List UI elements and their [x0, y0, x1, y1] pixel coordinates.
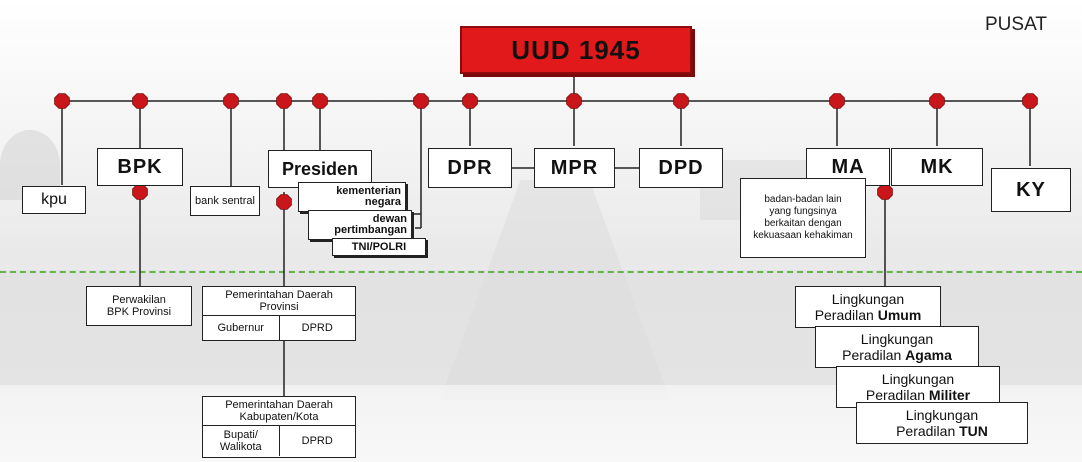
kabupaten-title: Pemerintahan Daerah Kabupaten/Kota [203, 397, 355, 426]
tni-polri-box: TNI/POLRI [332, 238, 426, 256]
peradilan-tun-box: Lingkungan Peradilan TUN [856, 402, 1028, 444]
connector-node-icon [54, 93, 70, 109]
kpu-box: kpu [22, 186, 86, 214]
pusat-daerah-divider [0, 271, 1082, 273]
pemerintahan-kabupaten-box: Pemerintahan Daerah Kabupaten/Kota Bupat… [202, 396, 356, 458]
peradilan-agama-box: Lingkungan Peradilan Agama [815, 326, 979, 368]
connector-node-icon [929, 93, 945, 109]
peradilan-type: TUN [959, 423, 988, 439]
connector-node-icon [566, 93, 582, 109]
bpk-box: BPK [97, 148, 183, 186]
connector-node-icon [276, 194, 292, 210]
pusat-label: PUSAT [985, 14, 1047, 35]
connector-node-icon [312, 93, 328, 109]
perwakilan-bpk-box: Perwakilan BPK Provinsi [86, 286, 192, 326]
bank-sentral-box: bank sentral [190, 186, 260, 216]
connector-node-icon [1022, 93, 1038, 109]
mk-box: MK [891, 148, 983, 186]
gubernur-cell: Gubernur [203, 316, 280, 340]
kementerian-box: kementerian negara [298, 182, 406, 212]
dpr-box: DPR [428, 148, 512, 188]
peradilan-umum-box: Lingkungan Peradilan Umum [795, 286, 941, 328]
dprd-provinsi-cell: DPRD [301, 322, 333, 334]
dprd-kabupaten-cell: DPRD [301, 435, 333, 447]
bupati-cell: Bupati/ Walikota [203, 426, 280, 456]
peradilan-prefix: Peradilan [842, 347, 906, 363]
connector-node-icon [829, 93, 845, 109]
connector-node-icon [276, 93, 292, 109]
peradilan-type: Agama [905, 347, 952, 363]
connector-node-icon [462, 93, 478, 109]
connector-node-icon [223, 93, 239, 109]
dewan-pertimbangan-box: dewan pertimbangan [308, 210, 412, 240]
ky-box: KY [991, 168, 1071, 212]
uud-1945-root: UUD 1945 [460, 26, 692, 74]
badan-lain-box: badan-badan lain yang fungsinya berkaita… [740, 178, 866, 258]
connector-node-icon [673, 93, 689, 109]
peradilan-line1: Lingkungan [831, 291, 905, 307]
peradilan-line1: Lingkungan [860, 331, 934, 347]
pemerintahan-provinsi-box: Pemerintahan Daerah Provinsi Gubernur DP… [202, 286, 356, 341]
peradilan-prefix: Peradilan [865, 387, 929, 403]
peradilan-line1: Lingkungan [881, 371, 955, 387]
peradilan-prefix: Peradilan [896, 423, 960, 439]
dpd-box: DPD [639, 148, 723, 188]
connector-node-icon [413, 93, 429, 109]
peradilan-prefix: Peradilan [814, 307, 878, 323]
mpr-box: MPR [534, 148, 615, 188]
connector-node-icon [132, 184, 148, 200]
presiden-box: Presiden [268, 150, 372, 188]
connector-node-icon [132, 93, 148, 109]
connector-node-icon [877, 184, 893, 200]
peradilan-line1: Lingkungan [905, 407, 979, 423]
peradilan-type: Umum [877, 307, 922, 323]
provinsi-title: Pemerintahan Daerah Provinsi [203, 287, 355, 316]
peradilan-militer-box: Lingkungan Peradilan Militer [836, 366, 1000, 408]
peradilan-type: Militer [928, 387, 971, 403]
